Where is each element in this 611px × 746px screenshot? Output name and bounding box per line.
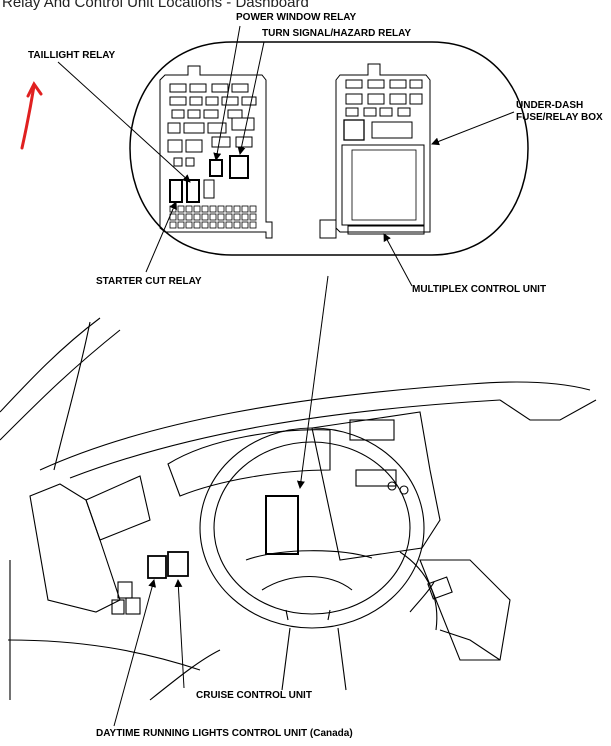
label-under-dash: UNDER-DASH [516, 100, 583, 111]
drl-control-unit-shape [147, 555, 167, 579]
taillight-relay-leader [57, 61, 191, 183]
leader-lines [57, 25, 515, 489]
multiplex-leader [383, 233, 413, 287]
cruise-control-unit-shape [167, 551, 189, 577]
label-power-window-relay: POWER WINDOW RELAY [236, 12, 357, 23]
drl-leader [113, 579, 157, 727]
lower-leader-lines [113, 579, 185, 727]
callout-to-dash-leader [296, 275, 329, 489]
fuse-box-callout [129, 41, 529, 256]
label-taillight-relay: TAILLIGHT RELAY [28, 50, 116, 61]
multiplex-control-unit-shape [265, 495, 299, 555]
starter-cut-relay-leader [145, 201, 177, 273]
dashboard-illustration [0, 317, 597, 701]
label-multiplex-control-unit: MULTIPLEX CONTROL UNIT [412, 284, 546, 295]
label-starter-cut-relay: STARTER CUT RELAY [96, 276, 202, 287]
page-title: Relay And Control Unit Locations - Dashb… [2, 0, 309, 11]
under-dash-fuse-box-front [159, 65, 273, 239]
label-turn-signal-relay: TURN SIGNAL/HAZARD RELAY [262, 28, 411, 39]
label-drl-control-unit: DAYTIME RUNNING LIGHTS CONTROL UNIT (Can… [96, 728, 353, 739]
label-fuse-relay-box: FUSE/RELAY BOX [516, 112, 603, 123]
label-cruise-control-unit: CRUISE CONTROL UNIT [196, 690, 312, 701]
cruise-control-leader [174, 579, 185, 689]
turn-signal-relay-leader [237, 41, 265, 155]
power-window-relay-leader [213, 25, 241, 161]
fuse-box-leader [431, 111, 515, 146]
under-dash-fuse-box-back [319, 63, 431, 239]
annotation-arrow [20, 81, 43, 150]
